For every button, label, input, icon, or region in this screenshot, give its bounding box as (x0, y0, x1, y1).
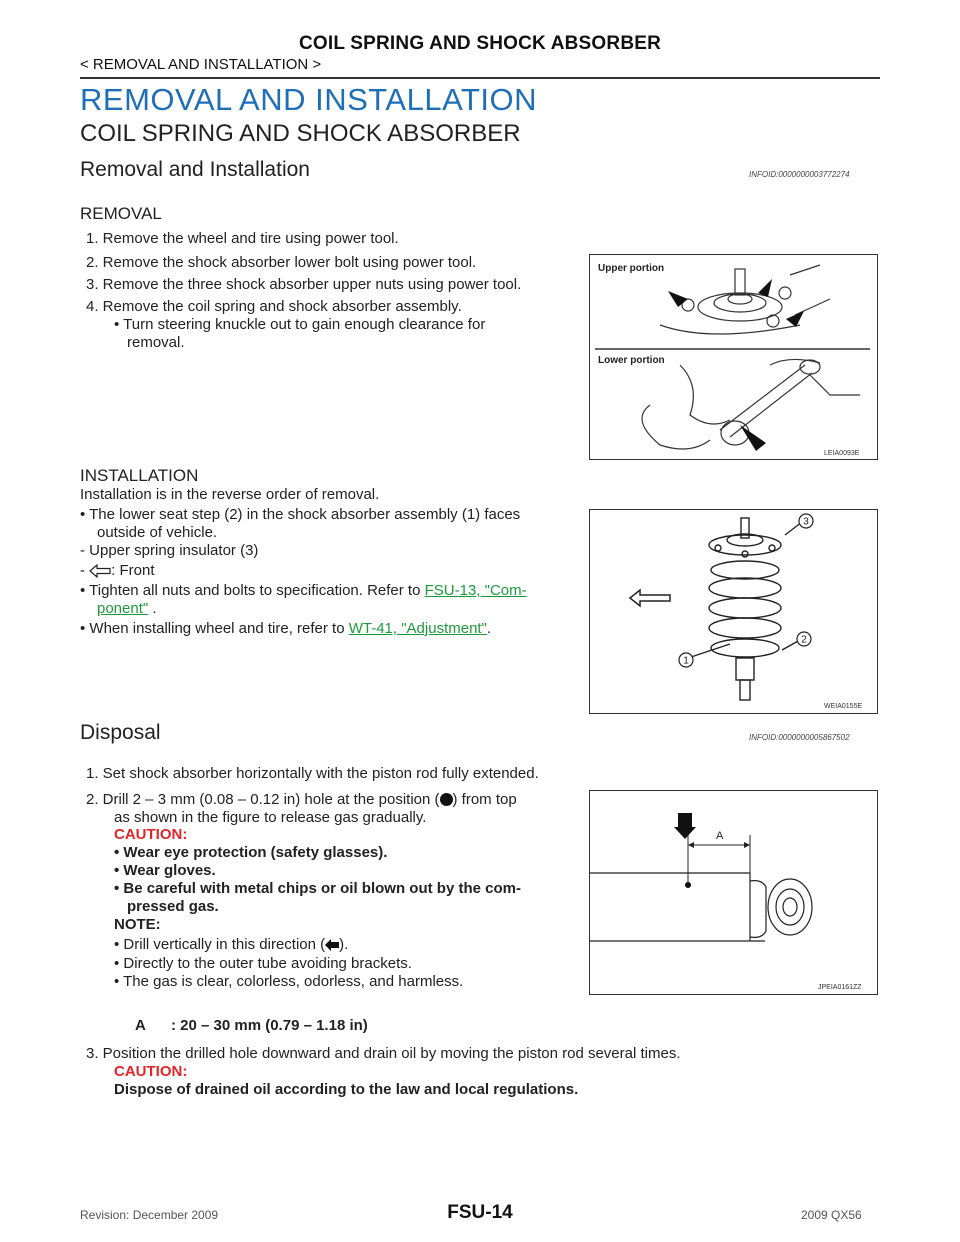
footer-page-number: FSU-14 (447, 1202, 513, 1223)
installation-bullet2-suffix: . (148, 600, 157, 617)
installation-bullet1-line1: • The lower seat step (2) in the shock a… (80, 506, 521, 523)
figure2-code: WEIA0155E (824, 703, 862, 710)
caution2-label: CAUTION: (114, 1063, 188, 1080)
header-divider (80, 77, 880, 79)
figure1-code: LEIA0093E (824, 450, 860, 457)
installation-dash2-prefix: - (80, 562, 85, 579)
breadcrumb: < REMOVAL AND INSTALLATION > (80, 56, 322, 73)
dimension-a-label: A (716, 830, 724, 842)
front-direction-arrow-icon (628, 588, 671, 608)
installation-bullet2: • Tighten all nuts and bolts to specific… (80, 582, 580, 600)
note-1-a: • Drill vertically in this direction ( (114, 936, 326, 953)
note-1-b: ). (339, 936, 349, 953)
installation-bullet2-prefix: • Tighten all nuts and bolts to specific… (80, 582, 425, 599)
note-3: • The gas is clear, colorless, odorless,… (114, 973, 464, 990)
installation-bullet3: • When installing wheel and tire, refer … (80, 620, 491, 638)
suspension-illustration: Upper portion Lower portion (595, 263, 870, 457)
link-fsu-13-component[interactable]: FSU-13, "Com- (424, 582, 527, 599)
callout-2: 2 (801, 635, 807, 646)
disposal-step-2: 2. Drill 2 – 3 mm (0.08 – 0.12 in) hole … (86, 791, 517, 809)
link-fsu-13-component-cont[interactable]: ponent" (97, 600, 149, 617)
disposal-step-3: 3. Position the drilled hole downward an… (86, 1045, 681, 1062)
removal-bullet-line1: • Turn steering knuckle out to gain enou… (114, 316, 486, 333)
installation-dash1: - Upper spring insulator (3) (80, 542, 259, 559)
drill-marker-arrow-icon (674, 813, 696, 839)
spec-value: : 20 – 30 mm (0.79 – 1.18 in) (171, 1017, 368, 1034)
caution-label: CAUTION: (114, 826, 188, 843)
lower-portion-label: Lower portion (598, 355, 665, 366)
infoid-disposal: INFOID:0000000005867502 (749, 733, 850, 742)
drill-position-dot-icon (439, 793, 453, 806)
caution-item-1: • Wear eye protection (safety glasses). (114, 844, 388, 861)
caution2-text: Dispose of drained oil according to the … (114, 1081, 579, 1098)
upper-portion-label: Upper portion (598, 263, 664, 274)
front-arrow-icon (89, 563, 111, 583)
footer-model: 2009 QX56 (801, 1208, 862, 1222)
figure3-code: JPEIA0161ZZ (818, 984, 862, 991)
disposal-step-2-line2: as shown in the figure to release gas gr… (114, 809, 427, 826)
note-2: • Directly to the outer tube avoiding br… (114, 955, 412, 972)
page-header-title: COIL SPRING AND SHOCK ABSORBER (298, 33, 662, 54)
removal-bullet-line2: removal. (127, 334, 185, 351)
subsection-title: COIL SPRING AND SHOCK ABSORBER (80, 120, 521, 147)
link-wt-41-adjustment[interactable]: WT-41, "Adjustment" (348, 620, 487, 637)
drill-direction-arrow-icon (325, 938, 340, 956)
removal-step-4: 4. Remove the coil spring and shock abso… (86, 298, 462, 315)
removal-step-3: 3. Remove the three shock absorber upper… (86, 276, 522, 293)
figure-coil-spring-assembly: 3 2 1 WEIA0155E (589, 509, 878, 714)
caution-item-3: • Be careful with metal chips or oil blo… (114, 880, 521, 897)
installation-intro: Installation is in the reverse order of … (80, 486, 380, 503)
disposal-step-2-a: 2. Drill 2 – 3 mm (0.08 – 0.12 in) hole … (86, 791, 440, 808)
figure-upper-lower-portion: Upper portion Lower portion (589, 254, 878, 460)
caution-item-3-cont: pressed gas. (127, 898, 219, 915)
infoid-removal: INFOID:0000000003772274 (749, 170, 850, 179)
installation-bullet1-line2: outside of vehicle. (97, 524, 218, 541)
disposal-step-2-b: ) from top (452, 791, 517, 808)
disposal-step-1: 1. Set shock absorber horizontally with … (86, 765, 539, 782)
installation-dash2-text: : Front (111, 562, 155, 579)
removal-step-1: 1. Remove the wheel and tire using power… (86, 230, 399, 247)
shock-absorber-illustration: A JPEIA0161ZZ (590, 813, 862, 991)
figure-drill-position: A JPEIA0161ZZ (589, 790, 878, 995)
disposal-heading: Disposal (80, 721, 161, 744)
note-1: • Drill vertically in this direction ( )… (114, 936, 348, 956)
installation-bullet3-suffix: . (486, 620, 492, 637)
installation-dash2: - : Front (80, 562, 155, 583)
callout-3: 3 (803, 517, 809, 528)
section-title: REMOVAL AND INSTALLATION (80, 82, 538, 117)
note-label: NOTE: (114, 916, 161, 933)
installation-heading: INSTALLATION (80, 466, 199, 485)
installation-bullet3-prefix: • When installing wheel and tire, refer … (80, 620, 349, 637)
spec-label: A (135, 1017, 146, 1034)
removal-heading: REMOVAL (80, 204, 162, 223)
coil-spring-illustration: 3 2 1 WEIA0155E (628, 513, 862, 710)
callout-1: 1 (683, 656, 689, 667)
removal-installation-heading: Removal and Installation (80, 158, 310, 181)
footer-revision: Revision: December 2009 (80, 1208, 219, 1222)
caution-item-2: • Wear gloves. (114, 862, 216, 879)
installation-bullet2-cont: ponent" . (97, 600, 157, 618)
removal-step-2: 2. Remove the shock absorber lower bolt … (86, 254, 477, 271)
